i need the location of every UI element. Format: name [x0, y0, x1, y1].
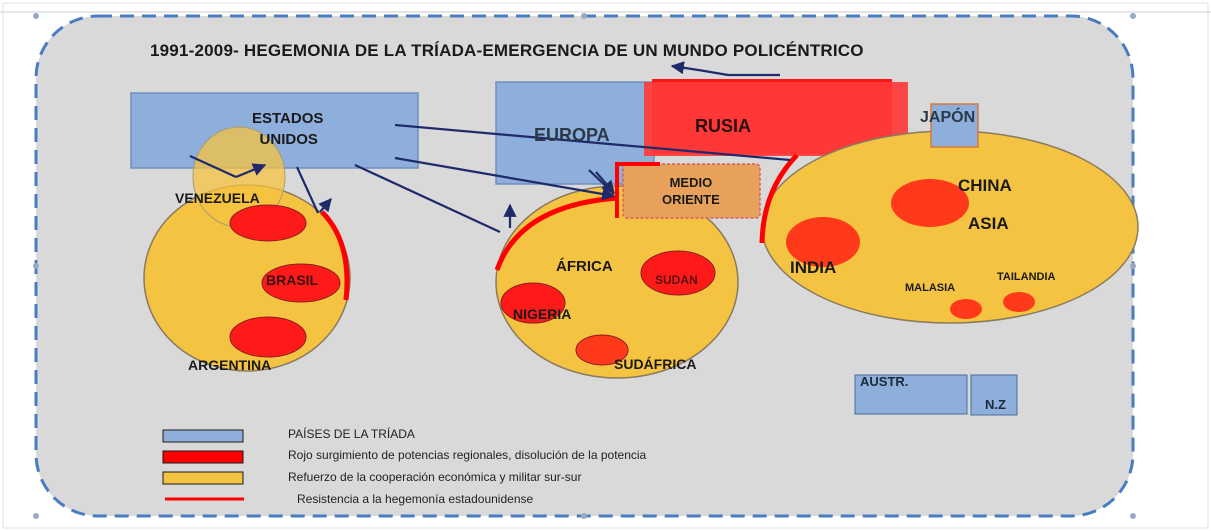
sudafrica-red-dot	[575, 334, 629, 366]
label-nueva-zelanda: N.Z	[985, 397, 1006, 412]
label-medio-oriente: MEDIO ORIENTE	[662, 174, 720, 208]
label-estados-unidos: ESTADOS UNIDOS	[252, 108, 323, 150]
label-usa-line1: ESTADOS	[252, 110, 324, 127]
medio-oriente-box	[622, 163, 761, 219]
label-tailandia: TAILANDIA	[997, 271, 1056, 283]
legend-label-triad: PAÍSES DE LA TRÍADA	[288, 427, 415, 441]
legend-swatch-red	[162, 450, 244, 464]
legend-label-yellow: Refuerzo de la cooperación económica y m…	[288, 470, 582, 484]
label-usa-line2: UNIDOS	[259, 131, 318, 148]
tailandia-red-dot	[1003, 292, 1035, 312]
label-rusia: RUSIA	[695, 116, 752, 136]
legend-swatch-triad	[162, 429, 244, 443]
label-africa: ÁFRICA	[556, 258, 613, 275]
label-india: INDIA	[790, 258, 837, 277]
china-red-dot	[891, 179, 969, 227]
selection-handles	[33, 13, 1136, 519]
venezuela-red-dot	[229, 204, 307, 242]
diagram-title: 1991-2009- HEGEMONIA DE LA TRÍADA-EMERGE…	[150, 41, 864, 60]
legend-label-resistance: Resistencia a la hegemonía estadounidens…	[297, 492, 534, 506]
malasia-red-dot	[950, 299, 982, 319]
label-china: CHINA	[958, 176, 1012, 195]
sudan-red-dot	[640, 250, 716, 296]
label-malasia: MALASIA	[905, 282, 956, 294]
japon-box	[930, 103, 979, 148]
resistance-arc-africa	[494, 195, 619, 271]
india-red-dot	[786, 217, 860, 267]
label-mo-line1: MEDIO	[669, 175, 713, 190]
legend-label-red: Rojo surgimiento de potencias regionales…	[288, 448, 647, 462]
label-venezuela: VENEZUELA	[175, 190, 260, 206]
label-europa: EUROPA	[534, 125, 610, 145]
resistance-arc-asia	[759, 153, 799, 244]
nigeria-red-dot	[500, 282, 566, 324]
argentina-red-dot	[229, 316, 307, 358]
label-brasil: BRASIL	[266, 272, 319, 288]
label-nigeria: NIGERIA	[513, 306, 572, 322]
legend-swatch-yellow	[162, 471, 244, 485]
label-australia: AUSTR.	[860, 374, 909, 389]
label-asia: ASIA	[968, 214, 1009, 233]
nz-box	[970, 374, 1018, 416]
label-japon: JAPÓN	[920, 109, 976, 126]
resistance-arc-americas	[320, 210, 350, 301]
resistance-arc-me	[615, 162, 660, 218]
label-sudan: SUDAN	[655, 273, 698, 287]
influence-arrows	[189, 66, 791, 233]
brasil-red-dot	[261, 263, 341, 303]
label-argentina: ARGENTINA	[188, 357, 272, 373]
australia-box	[854, 374, 968, 415]
label-sudafrica: SUDÁFRICA	[614, 356, 697, 372]
label-mo-line2: ORIENTE	[662, 192, 720, 207]
